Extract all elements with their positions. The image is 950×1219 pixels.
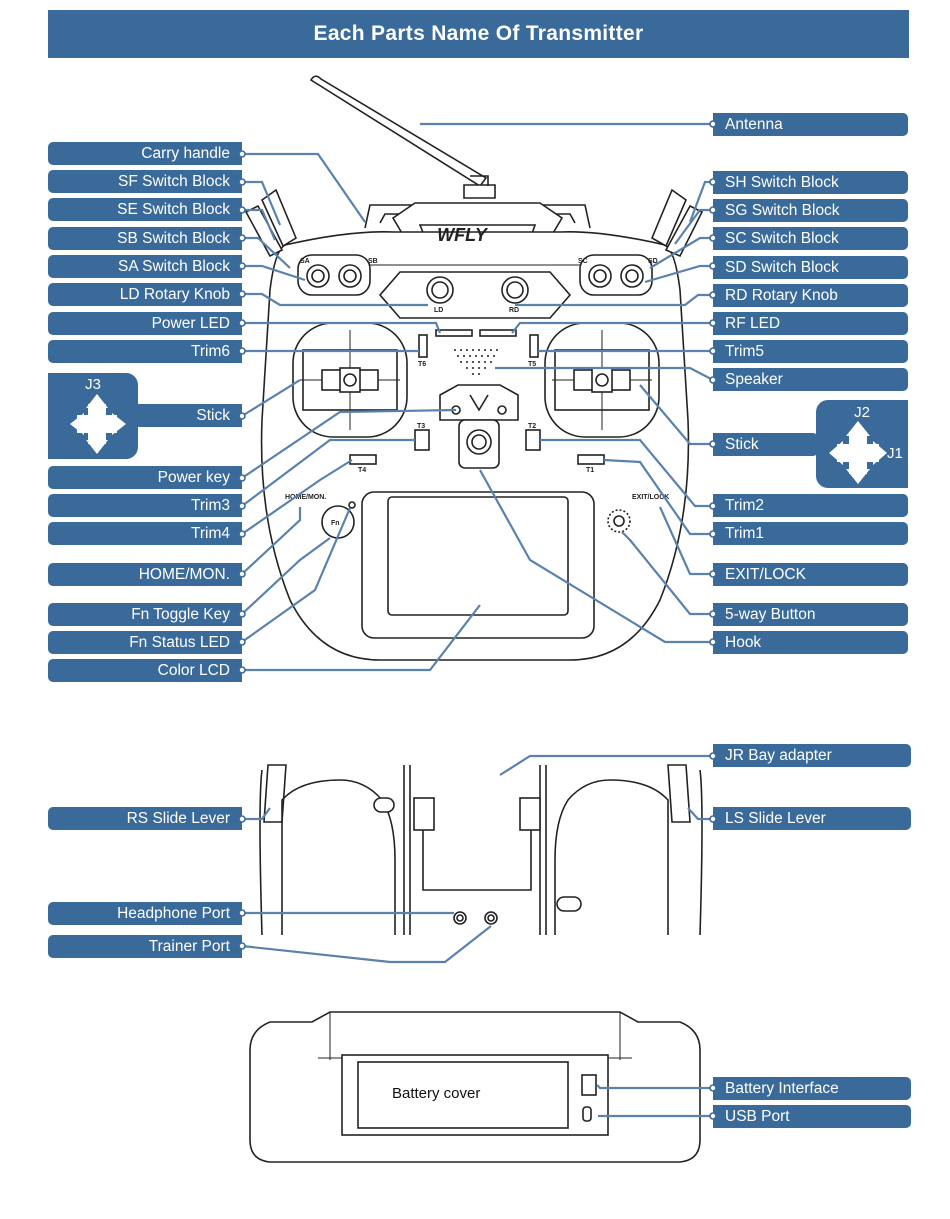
marking-t4: T4: [358, 467, 366, 474]
page-title: Each Parts Name Of Transmitter: [48, 10, 909, 58]
label-battery-interface: Battery Interface: [713, 1077, 911, 1100]
marking-sd: SD: [648, 258, 658, 265]
marking-ld: LD: [434, 307, 443, 314]
label-antenna: Antenna: [713, 113, 908, 136]
label-sg-switch-block: SG Switch Block: [713, 199, 908, 222]
battery-cover-label: Battery cover: [392, 1085, 481, 1102]
marking-t1: T1: [586, 467, 594, 474]
marking-rd: RD: [509, 307, 519, 314]
marking-sa: SA: [300, 258, 310, 265]
label-hook: Hook: [713, 631, 908, 654]
marking-t6: T6: [418, 361, 426, 368]
brand-logo: WFLY: [437, 225, 489, 245]
label-rd-rotary-knob: RD Rotary Knob: [713, 284, 908, 307]
marking-t3: T3: [417, 423, 425, 430]
label-usb-port: USB Port: [713, 1105, 911, 1128]
j1-label: J1: [887, 445, 903, 462]
label-rs-slide-lever: RS Slide Lever: [48, 807, 242, 830]
label-fn-toggle-key: Fn Toggle Key: [48, 603, 242, 626]
label-power-key: Power key: [48, 466, 242, 489]
label-power-led: Power LED: [48, 312, 242, 335]
label-trim2: Trim2: [713, 494, 908, 517]
label-trim3: Trim3: [48, 494, 242, 517]
marking-home: HOME/MON.: [285, 494, 326, 501]
label-sb-switch-block: SB Switch Block: [48, 227, 242, 250]
label-exit-lock: EXIT/LOCK: [713, 563, 908, 586]
label-ls-slide-lever: LS Slide Lever: [713, 807, 911, 830]
label-trim5: Trim5: [713, 340, 908, 363]
j4-label: J4: [51, 416, 67, 433]
label-5-way-button: 5-way Button: [713, 603, 908, 626]
leader-lines: [241, 122, 714, 1118]
marking-t5: T5: [528, 361, 536, 368]
label-ld-rotary-knob: LD Rotary Knob: [48, 283, 242, 306]
label-speaker: Speaker: [713, 368, 908, 391]
marking-exit: EXIT/LOCK: [632, 494, 669, 501]
j2-label: J2: [854, 404, 870, 421]
label-rf-led: RF LED: [713, 312, 908, 335]
marking-fn: Fn: [331, 520, 340, 527]
label-stick-left: Stick: [134, 404, 242, 427]
label-sd-switch-block: SD Switch Block: [713, 256, 908, 279]
label-trim4: Trim4: [48, 522, 242, 545]
left-stick-arrows-icon: [70, 394, 126, 454]
marking-sb: SB: [368, 258, 378, 265]
label-sa-switch-block: SA Switch Block: [48, 255, 242, 278]
label-sf-switch-block: SF Switch Block: [48, 170, 242, 193]
label-headphone-port: Headphone Port: [48, 902, 242, 925]
right-stick-arrows-icon: [829, 421, 887, 484]
label-se-switch-block: SE Switch Block: [48, 198, 242, 221]
label-sc-switch-block: SC Switch Block: [713, 227, 908, 250]
marking-t2: T2: [528, 423, 536, 430]
label-trim6: Trim6: [48, 340, 242, 363]
label-fn-status-led: Fn Status LED: [48, 631, 242, 654]
j3-label: J3: [85, 376, 101, 393]
label-trainer-port: Trainer Port: [48, 935, 242, 958]
label-carry-handle: Carry handle: [48, 142, 242, 165]
label-sh-switch-block: SH Switch Block: [713, 171, 908, 194]
label-home-mon: HOME/MON.: [48, 563, 242, 586]
label-trim1: Trim1: [713, 522, 908, 545]
label-color-lcd: Color LCD: [48, 659, 242, 682]
marking-sc: SC: [578, 258, 588, 265]
label-stick-right: Stick: [713, 433, 818, 456]
label-jr-bay-adapter: JR Bay adapter: [713, 744, 911, 767]
